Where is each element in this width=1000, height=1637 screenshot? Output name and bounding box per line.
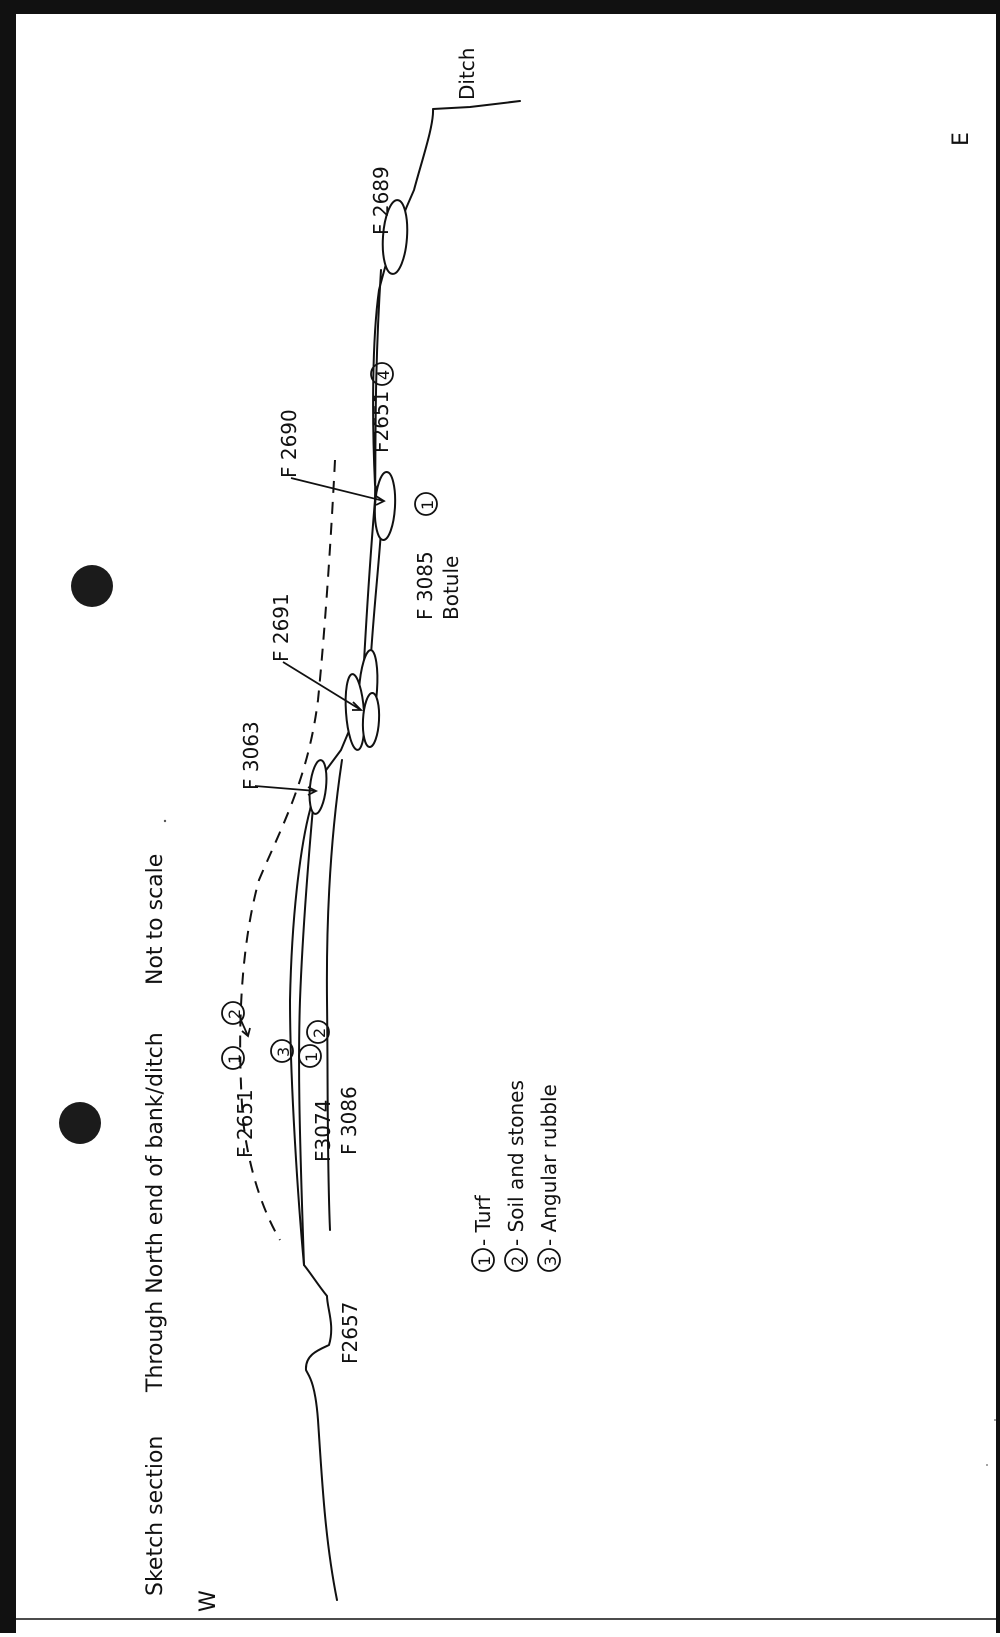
label-f2690: F 2690 bbox=[277, 409, 301, 478]
feature-oval-f2689 bbox=[381, 199, 409, 275]
marker-circle-f3085 bbox=[414, 492, 438, 516]
feature-oval-f3085 bbox=[373, 471, 397, 541]
label-f2657: F2657 bbox=[338, 1302, 362, 1364]
feature-oval-f3063 bbox=[308, 759, 328, 815]
layer-marker-circle bbox=[298, 1044, 322, 1068]
bank-layer-boundary bbox=[298, 784, 316, 1266]
legend-label-1: - Turf bbox=[471, 1194, 495, 1246]
arrow-f3063 bbox=[254, 785, 319, 796]
layer-marker-circle bbox=[221, 1001, 245, 1025]
label-ditch: Ditch bbox=[455, 48, 479, 100]
label-f3074: F3074 bbox=[311, 1100, 335, 1162]
scan-speck bbox=[986, 1464, 988, 1466]
legend-circle-1 bbox=[471, 1248, 495, 1272]
marker-f3085: 1 bbox=[418, 500, 437, 510]
scan-border-left bbox=[0, 0, 16, 1633]
marker-4: 4 bbox=[374, 370, 393, 380]
legend-label-2: - Soil and stones bbox=[504, 1080, 528, 1246]
label-f2651-upper: F2651 bbox=[369, 391, 393, 453]
scan-border-right bbox=[996, 0, 1000, 1633]
legend: 1 - Turf 2 - Soil and stones 3 - Angular… bbox=[471, 1080, 561, 1272]
legend-label-3: - Angular rubble bbox=[537, 1084, 561, 1246]
layer-marker-circle bbox=[270, 1039, 294, 1063]
feature-oval-f2691-c bbox=[361, 692, 381, 748]
scan-speck bbox=[994, 1419, 996, 1421]
label-f2689: F 2689 bbox=[369, 166, 393, 235]
punch-hole-icon bbox=[71, 565, 113, 607]
page-subtitle: Through North end of bank/ditch bbox=[143, 1032, 168, 1393]
legend-num-1: 1 bbox=[475, 1256, 494, 1266]
scan-border-top bbox=[0, 0, 1000, 14]
layer-marker-circle bbox=[221, 1046, 245, 1070]
label-f2691: F 2691 bbox=[269, 593, 293, 662]
label-f3086: F 3086 bbox=[337, 1086, 361, 1155]
page-title: Sketch section bbox=[143, 1436, 168, 1596]
label-f3063: F 3063 bbox=[239, 721, 263, 790]
arrow-f2690 bbox=[290, 477, 386, 506]
label-f2651-lower: F 2651 bbox=[233, 1089, 257, 1158]
legend-num-3: 3 bbox=[541, 1256, 560, 1266]
marker-circle-4 bbox=[370, 362, 394, 386]
layer-marker-circle bbox=[306, 1020, 330, 1044]
punch-hole-icon bbox=[59, 1102, 101, 1144]
layer-marker-1b: 1 bbox=[302, 1052, 321, 1062]
legend-num-2: 2 bbox=[508, 1256, 527, 1266]
label-f3085: F 3085 bbox=[413, 551, 437, 620]
scan-speck bbox=[163, 819, 167, 823]
legend-circle-2 bbox=[504, 1248, 528, 1272]
legend-circle-3 bbox=[537, 1248, 561, 1272]
dashed-reconstruction-line bbox=[239, 459, 336, 1241]
arrow-f2691 bbox=[282, 661, 364, 711]
compass-east-label: E bbox=[949, 132, 974, 146]
compass-west-label: W bbox=[196, 1590, 221, 1612]
layer-marker-2b: 2 bbox=[310, 1028, 329, 1038]
scale-note: Not to scale bbox=[143, 854, 168, 985]
label-f3085-desc: Botule bbox=[439, 556, 463, 620]
ground-profile-line bbox=[289, 100, 521, 1601]
layer-marker-3: 3 bbox=[274, 1047, 293, 1057]
layer-marker-2: 2 bbox=[225, 1009, 244, 1019]
old-land-surface-line bbox=[325, 759, 343, 1231]
layer-marker-1: 1 bbox=[225, 1054, 244, 1064]
